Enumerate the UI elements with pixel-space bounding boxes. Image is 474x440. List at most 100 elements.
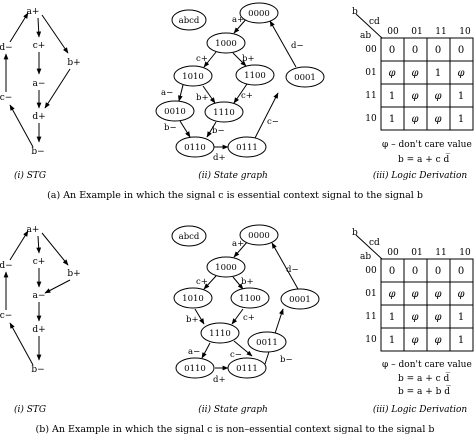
state-label: 0011 — [256, 338, 278, 348]
state-label: 1100 — [244, 71, 266, 81]
kmap-cell: 1 — [435, 68, 441, 79]
state-label: 0110 — [184, 364, 206, 374]
kmap-col-header: 11 — [435, 248, 446, 258]
transition-edge — [233, 240, 249, 258]
transition-edge — [269, 20, 297, 68]
panel-b: a+ c+ a− d+ b+ b− d− c− abcd — [0, 224, 474, 435]
state-node — [280, 288, 320, 310]
subcaption-state-graph: (ii) State graph — [198, 404, 268, 415]
subcaption-stg: (i) STG — [14, 170, 46, 181]
transition-label: d− — [286, 265, 299, 275]
kmap-cell: φ — [457, 289, 464, 300]
transition-edge — [231, 308, 244, 325]
kmap-cell: φ — [411, 91, 418, 102]
kmap-equation: b = a + c d̅ — [398, 372, 450, 384]
kmap-col-header: 10 — [459, 27, 471, 37]
kmap-dont-care-note: φ – don't care value — [382, 140, 472, 150]
state-label: 1110 — [213, 108, 235, 118]
kmap-output-var: b — [352, 228, 358, 238]
kmap-corner-line — [355, 13, 383, 39]
kmap-cell: 1 — [389, 91, 395, 102]
kmap-equation: b = a + b d̅ — [398, 385, 451, 397]
kmap-cell: 0 — [458, 266, 464, 277]
transition-label: b+ — [196, 93, 209, 103]
panel-caption: (a) An Example in which the signal c is … — [47, 190, 423, 201]
state-node — [204, 101, 244, 123]
kmap-cell: φ — [388, 68, 395, 79]
state-node — [230, 287, 270, 309]
kmap-cell: φ — [434, 312, 441, 323]
state-node — [239, 224, 279, 246]
kmap-col-var: cd — [369, 17, 380, 27]
kmap-b: b cd ab 00 01 11 10 00 01 11 10 0 0 0 0 … — [352, 228, 474, 397]
stg-node-a-minus: a− — [33, 79, 46, 89]
subcaption-logic: (iii) Logic Derivation — [373, 170, 468, 181]
kmap-cell: φ — [411, 68, 418, 79]
kmap-cell: 0 — [412, 266, 418, 277]
kmap-cell: 0 — [389, 266, 395, 277]
stg-edge — [9, 104, 34, 148]
stg-node-d-plus: d+ — [32, 325, 45, 335]
kmap-cell: φ — [411, 312, 418, 323]
transition-label: b+ — [242, 54, 255, 64]
transition-label: b+ — [241, 277, 254, 287]
state-node — [206, 32, 246, 54]
kmap-cell: φ — [411, 114, 418, 125]
kmap-col-header: 01 — [411, 27, 422, 37]
state-node — [175, 136, 215, 158]
stg-edge — [36, 17, 42, 38]
transition-edge — [177, 84, 184, 102]
panel-a: a+ c+ a− d+ b+ b− d− c− abcd — [0, 2, 474, 201]
kmap-cell: 1 — [389, 114, 395, 125]
kmap-cell: 0 — [458, 45, 464, 56]
stg-node-a-minus: a− — [33, 291, 46, 301]
transition-label: d+ — [213, 375, 226, 385]
stg-a: a+ c+ a− d+ b+ b− d− c− — [0, 7, 81, 157]
kmap-col-header: 00 — [387, 248, 399, 258]
state-label: 1000 — [215, 263, 237, 273]
state-node — [235, 64, 275, 86]
kmap-col-header: 01 — [411, 248, 422, 258]
stg-node-d-minus: d− — [0, 43, 13, 53]
subcaption-logic: (iii) Logic Derivation — [373, 404, 468, 415]
transition-label: b− — [212, 126, 225, 136]
kmap-a: b cd ab 00 01 11 10 00 01 11 10 0 0 0 0 … — [352, 7, 474, 165]
stg-edge — [36, 235, 42, 254]
stg-node-c-minus: c− — [0, 93, 12, 103]
state-label: 0111 — [236, 364, 258, 374]
kmap-cell: 1 — [458, 114, 464, 125]
kmap-dont-care-note: φ – don't care value — [382, 360, 472, 370]
subcaption-stg: (i) STG — [14, 404, 46, 415]
kmap-col-header: 00 — [387, 27, 399, 37]
transition-label: c+ — [196, 277, 208, 287]
transition-edge — [271, 242, 299, 290]
transition-edge — [233, 340, 253, 357]
transition-label: b+ — [186, 315, 199, 325]
label-box-text: abcd — [179, 16, 200, 26]
kmap-row-header: 11 — [365, 312, 376, 322]
transition-label: a− — [161, 88, 173, 98]
kmap-row-header: 01 — [365, 289, 376, 299]
transition-edge — [233, 83, 248, 104]
stg-node-b-minus: b− — [31, 365, 44, 375]
state-label: 0000 — [248, 9, 270, 19]
transition-label: b− — [280, 355, 293, 365]
transition-edge — [254, 92, 279, 139]
kmap-row-header: 11 — [365, 91, 376, 101]
stg-node-b-plus: b+ — [67, 269, 80, 279]
kmap-cell: φ — [434, 114, 441, 125]
state-node — [173, 65, 213, 87]
state-label: 1010 — [182, 294, 204, 304]
kmap-col-var: cd — [369, 238, 380, 248]
kmap-row-header: 01 — [365, 68, 376, 78]
transition-edge — [203, 275, 217, 290]
state-label: 1100 — [239, 294, 261, 304]
kmap-cell: φ — [388, 289, 395, 300]
kmap-cell: 1 — [389, 312, 395, 323]
transition-label: c− — [230, 350, 242, 360]
state-node — [155, 100, 195, 122]
transition-edge — [232, 276, 244, 290]
stg-node-c-plus: c+ — [33, 41, 46, 51]
kmap-row-header: 00 — [365, 266, 377, 276]
